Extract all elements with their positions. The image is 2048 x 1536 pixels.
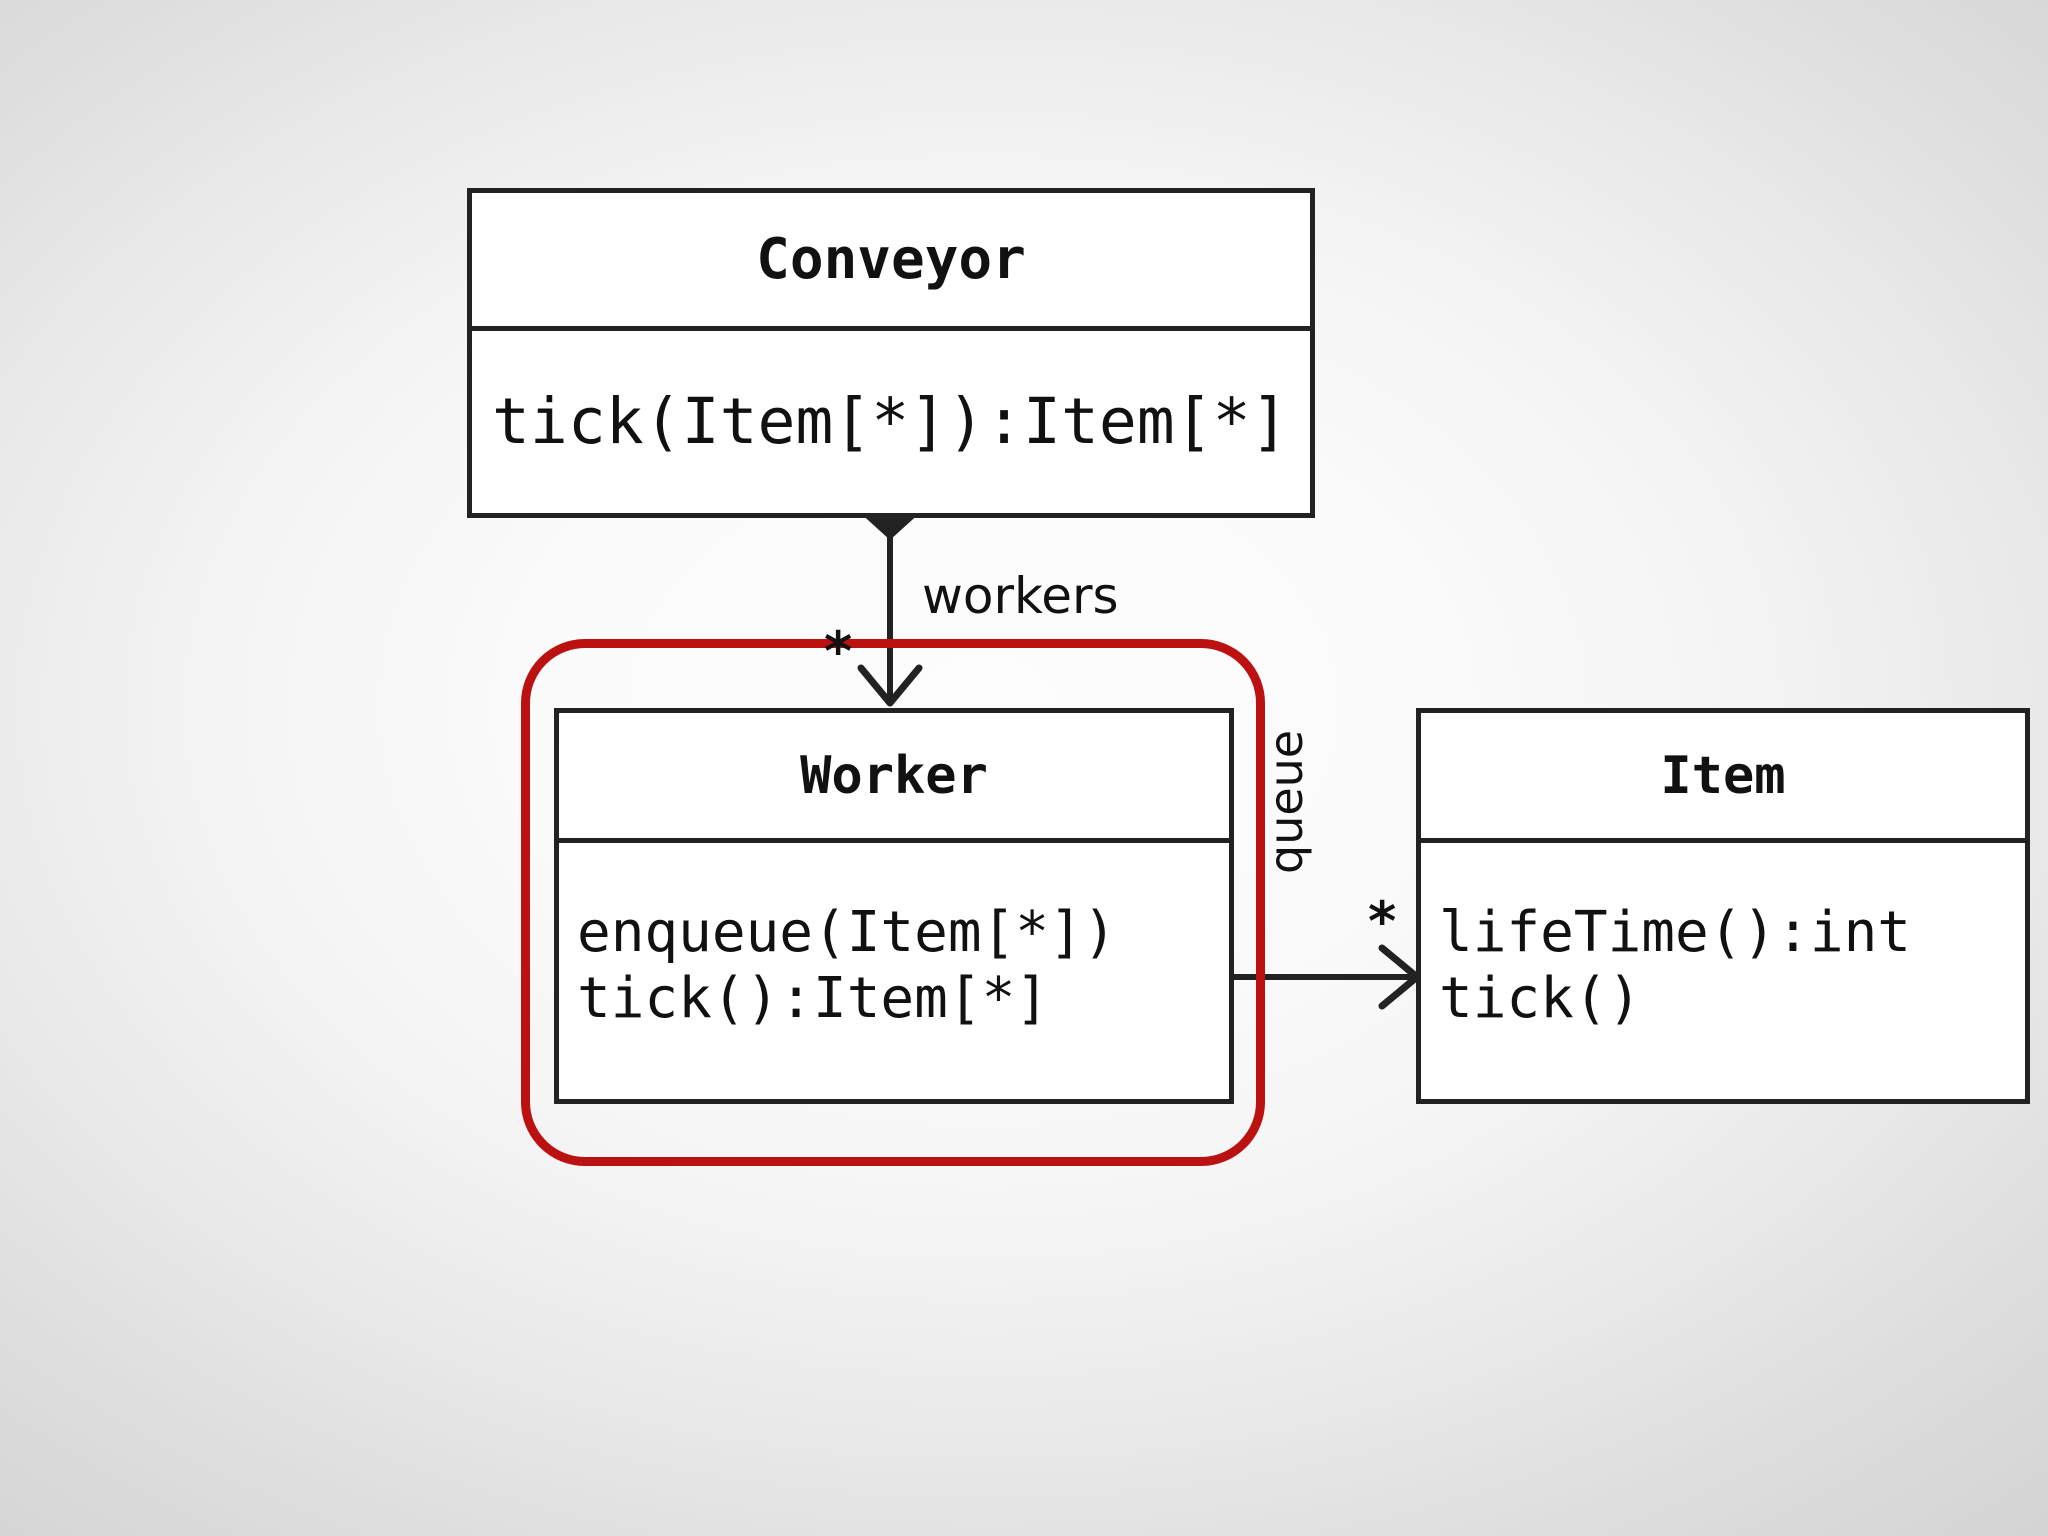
worker-highlight-annotation — [521, 639, 1265, 1166]
relation-multiplicity-queue: * — [1368, 890, 1397, 953]
class-header-conveyor: Conveyor — [472, 193, 1310, 331]
class-name-item: Item — [1660, 745, 1786, 806]
class-name-worker: Worker — [800, 745, 988, 806]
class-header-item: Item — [1421, 713, 2025, 843]
class-method: tick(Item[*]):Item[*] — [492, 384, 1289, 458]
class-members-conveyor: tick(Item[*]):Item[*] — [472, 331, 1310, 513]
class-method: lifeTime():int — [1439, 899, 1912, 965]
relation-role-label-queue: queue — [1259, 729, 1313, 874]
class-members-worker: enqueue(Item[*]) tick():Item[*] — [559, 843, 1229, 1099]
class-method: tick():Item[*] — [577, 966, 1050, 1031]
class-name-conveyor: Conveyor — [756, 227, 1026, 292]
uml-class-conveyor[interactable]: Conveyor tick(Item[*]):Item[*] — [467, 188, 1315, 518]
class-header-worker: Worker — [559, 713, 1229, 843]
class-method: tick() — [1439, 966, 1642, 1031]
open-arrow-marker-queue — [1378, 944, 1421, 1010]
uml-class-worker[interactable]: Worker enqueue(Item[*]) tick():Item[*] — [554, 708, 1234, 1104]
class-members-item: lifeTime():int tick() — [1421, 843, 2025, 1099]
uml-class-item[interactable]: Item lifeTime():int tick() — [1416, 708, 2030, 1104]
relation-role-label-workers: workers — [922, 567, 1119, 625]
class-method: enqueue(Item[*]) — [577, 899, 1117, 965]
relation-multiplicity-workers: * — [824, 620, 853, 683]
